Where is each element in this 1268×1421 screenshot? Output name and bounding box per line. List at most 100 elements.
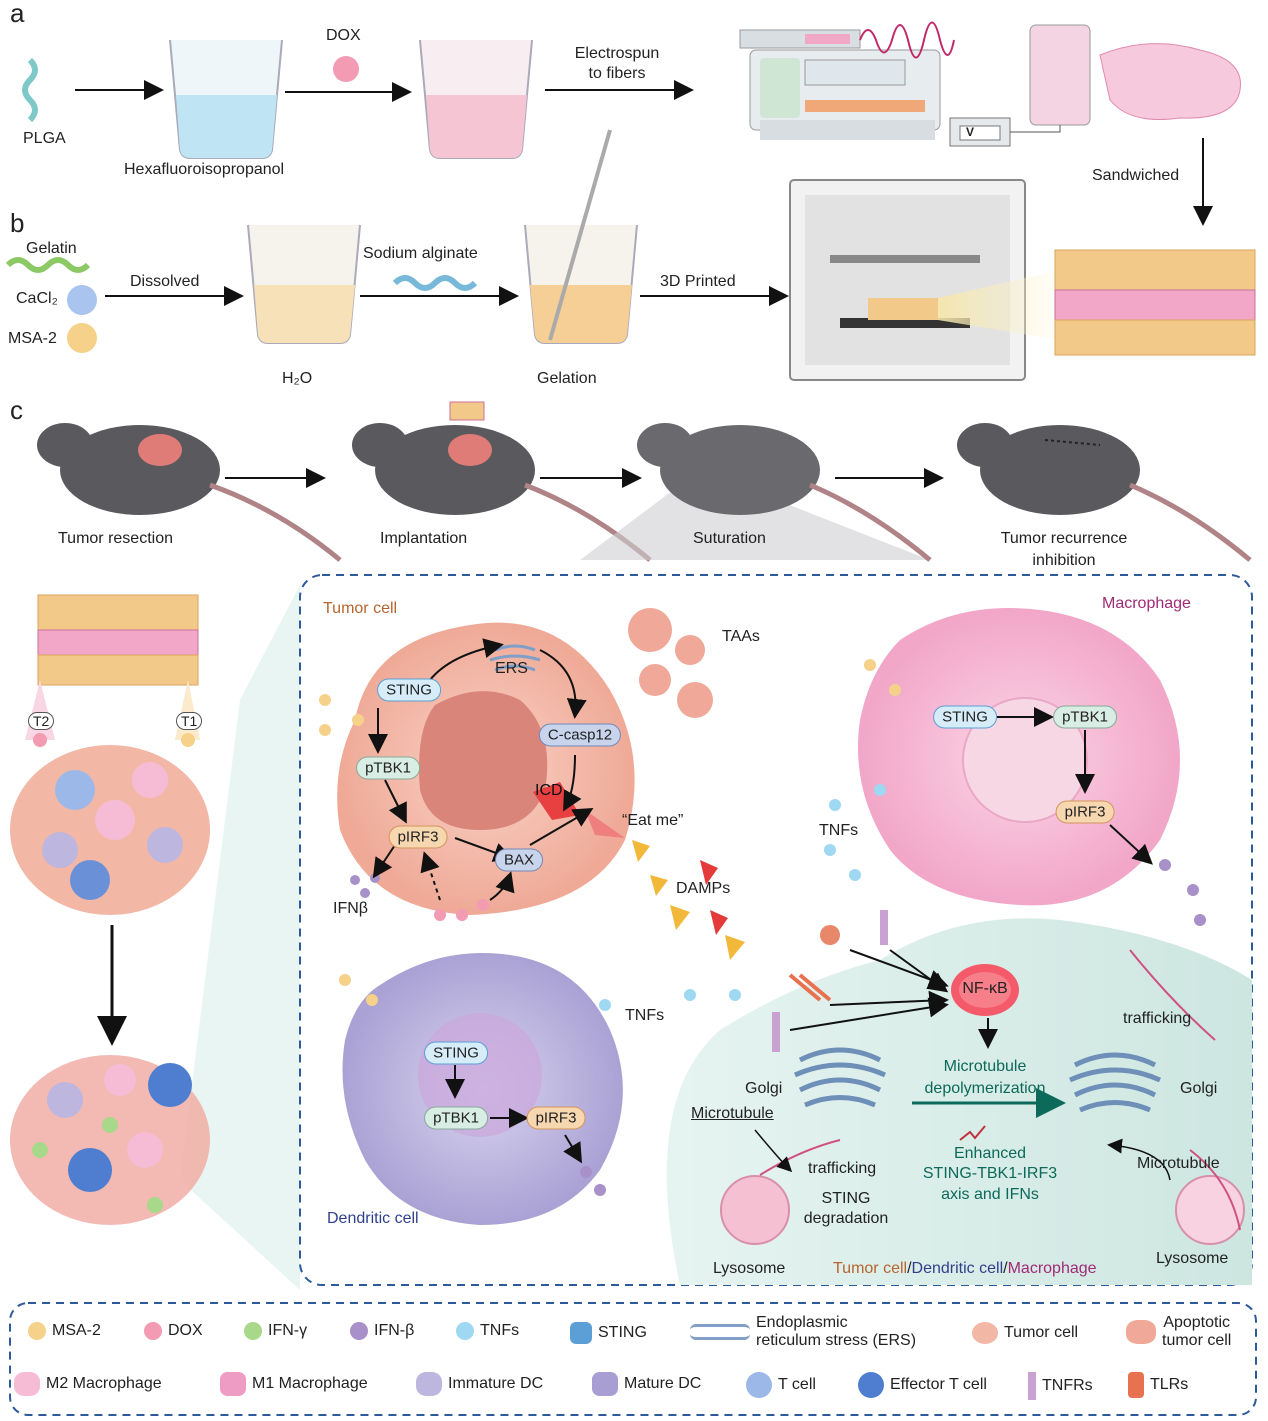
label-microtubule-left: Microtubule	[691, 1105, 774, 1122]
panel-b-graphics	[5, 129, 1256, 381]
legend-label: tumor cell	[1162, 1332, 1232, 1349]
cell-type-dc: Dendritic cell	[911, 1260, 1004, 1277]
legend-apoptotic-text: Apoptotic tumor cell	[1162, 1314, 1231, 1350]
tumor-cell-swatch-icon	[972, 1322, 998, 1344]
legend-label: M1 Macrophage	[252, 1375, 368, 1392]
ifng-swatch-icon	[244, 1322, 262, 1340]
electrospinning-device	[739, 21, 1091, 147]
legend-label: Effector T cell	[890, 1376, 987, 1393]
label-recurrence-1: Tumor recurrence	[1000, 530, 1128, 547]
sting-swatch-icon	[570, 1322, 592, 1344]
label-macrophage: Macrophage	[1102, 595, 1191, 612]
label-ers: ERS	[495, 660, 528, 677]
label-plga: PLGA	[23, 130, 66, 147]
cell-type-sep-2: /	[1003, 1260, 1008, 1277]
legend-immature-dc: Immature DC	[416, 1372, 543, 1396]
label-mt-depoly-2: depolymerization	[924, 1080, 1046, 1097]
ifnb-swatch-icon	[350, 1322, 368, 1340]
sandwich-scaffold	[1054, 249, 1256, 356]
legend-label: STING	[598, 1324, 647, 1341]
legend-effector-t: Effector T cell	[858, 1372, 987, 1398]
label-dendritic-cell: Dendritic cell	[327, 1210, 419, 1227]
label-cacl2: CaCl₂	[16, 290, 58, 307]
label-sandwiched: Sandwiched	[1092, 167, 1180, 184]
label-lysosome-right: Lysosome	[1156, 1250, 1229, 1267]
legend-tnfrs: TNFRs	[1028, 1372, 1093, 1400]
molecule-dots	[319, 659, 1206, 1196]
label-tumor-resection: Tumor resection	[58, 530, 173, 547]
label-microtubule-right: Microtubule	[1137, 1155, 1220, 1172]
label-msa2: MSA-2	[8, 330, 57, 347]
legend-label: TNFRs	[1042, 1377, 1093, 1394]
label-dox: DOX	[326, 27, 361, 44]
node-ptbk1-tumor: pTBK1	[356, 756, 420, 780]
3d-printer	[789, 179, 1060, 381]
legend-tlrs: TLRs	[1128, 1372, 1188, 1398]
mature-dc-swatch-icon	[592, 1372, 618, 1396]
plga-strand	[22, 57, 38, 123]
tlr-swatch-icon	[1128, 1372, 1144, 1398]
cell-type-sep-1: /	[907, 1260, 912, 1277]
beaker-hfip	[169, 39, 283, 159]
label-implantation: Implantation	[380, 530, 468, 547]
legend-label: MSA-2	[52, 1322, 101, 1339]
mouse-implant	[352, 401, 652, 562]
panel-label-b: b	[10, 208, 25, 238]
label-sodium-alginate: Sodium alginate	[363, 245, 478, 262]
ers-swatch-icon	[690, 1324, 750, 1340]
legend-ifnb: IFN-β	[350, 1322, 414, 1340]
label-sting-deg-2: degradation	[803, 1210, 889, 1227]
m1-macrophage-swatch-icon	[220, 1372, 246, 1396]
legend-label: DOX	[168, 1322, 203, 1339]
legend-tumor-cell: Tumor cell	[972, 1322, 1078, 1344]
mechanism-arrows	[368, 638, 1171, 1181]
cacl2-bead	[67, 285, 97, 315]
legend-dox: DOX	[144, 1322, 203, 1340]
legend-label: Mature DC	[624, 1375, 702, 1392]
legend-sting: STING	[570, 1322, 647, 1344]
label-enhanced-1: Enhanced	[953, 1145, 1027, 1162]
msa2-swatch-icon	[28, 1322, 46, 1340]
fiber-mat	[1099, 43, 1241, 121]
legend-msa2: MSA-2	[28, 1322, 101, 1340]
legend-label: IFN-γ	[268, 1322, 308, 1339]
label-recurrence-2: inhibition	[1032, 552, 1096, 569]
legend-label: reticulum stress (ERS)	[756, 1332, 917, 1349]
alginate-strand	[392, 275, 478, 291]
label-gelation: Gelation	[537, 370, 597, 387]
gelatin-strand	[5, 257, 91, 273]
legend-label: T cell	[778, 1376, 816, 1393]
cell-type-mac: Macrophage	[1007, 1260, 1097, 1277]
legend-label: Immature DC	[448, 1375, 544, 1392]
label-sting-deg-1: STING	[821, 1190, 871, 1207]
label-trafficking-right: trafficking	[1123, 1010, 1192, 1027]
node-pirf3-tumor: pIRF3	[388, 825, 448, 849]
label-electrospun-2: to fibers	[588, 65, 646, 82]
label-tnfs-mac: TNFs	[819, 822, 859, 839]
beaker-dissolved	[247, 224, 361, 344]
dox-swatch-icon	[144, 1322, 162, 1340]
mechanism-box	[299, 574, 1253, 1286]
node-sting-dc: STING	[424, 1041, 488, 1065]
label-eat-me: “Eat me”	[622, 812, 684, 829]
legend-box	[9, 1302, 1257, 1416]
label-h2o: H₂O	[282, 370, 313, 387]
legend-label: Tumor cell	[1004, 1324, 1079, 1341]
legend-apoptotic: Apoptotic tumor cell	[1126, 1314, 1231, 1350]
label-hfip: Hexafluoroisopropanol	[124, 161, 285, 178]
panel-c-mice	[37, 401, 1252, 562]
node-bax: BAX	[494, 848, 544, 872]
node-sting-mac: STING	[933, 705, 997, 729]
label-tnfs-dc: TNFs	[625, 1007, 665, 1024]
label-gelatin: Gelatin	[26, 240, 77, 257]
legend-label: M2 Macrophage	[46, 1375, 162, 1392]
tumor-nucleus	[419, 691, 548, 830]
label-t1: T1	[176, 712, 203, 730]
legend-label: Apoptotic	[1163, 1314, 1231, 1331]
label-trafficking-left: trafficking	[808, 1160, 877, 1177]
tnfr-swatch-icon	[1028, 1372, 1036, 1400]
label-tumor-cell: Tumor cell	[323, 600, 398, 617]
t-cell-swatch-icon	[746, 1372, 772, 1398]
label-suturation: Suturation	[693, 530, 766, 547]
